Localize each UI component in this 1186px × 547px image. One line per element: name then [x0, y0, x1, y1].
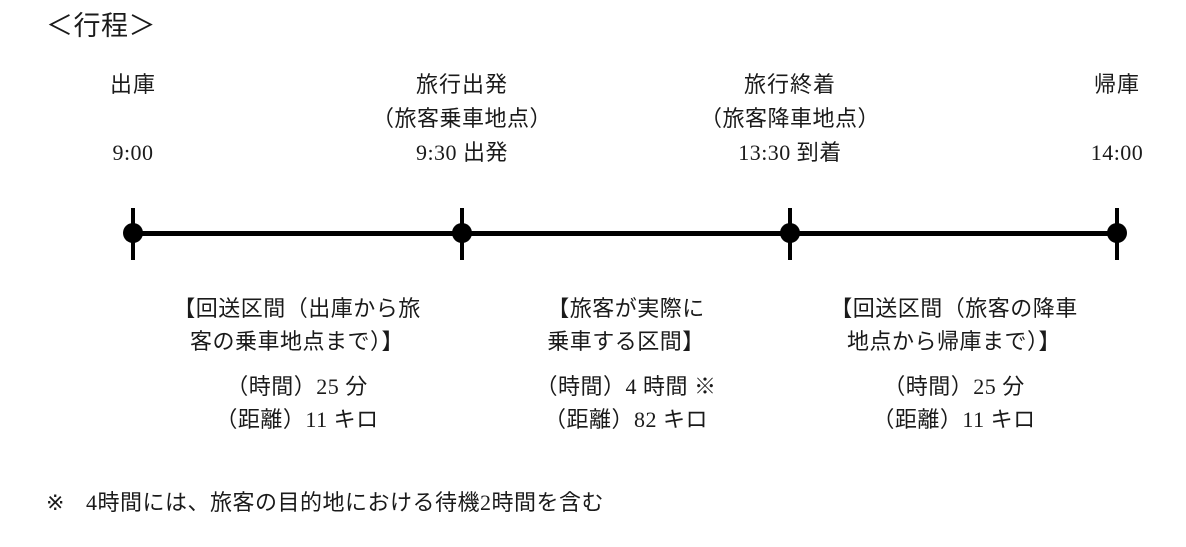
segment-duration: （時間）4 時間 ※ [535, 374, 717, 399]
node-label: 旅行出発 [415, 72, 508, 97]
segment-duration: （時間）25 分 [883, 374, 1025, 399]
segment-distance: （距離）11 キロ [215, 407, 379, 432]
segment-metrics: （時間）4 時間 ※ （距離）82 キロ [446, 370, 806, 436]
segment-duration: （時間）25 分 [226, 374, 368, 399]
footnote-mark-icon: ※ [46, 490, 65, 515]
node-column-trip-end: 旅行終着 （旅客降車地点） 13:30 到着 [640, 68, 940, 170]
segment-bracket-line2: 地点から帰庫まで）】 [846, 329, 1061, 354]
segment-distance: （距離）82 キロ [543, 407, 708, 432]
node-time: 13:30 到着 [738, 140, 842, 165]
segment-deadhead-outbound: 【回送区間（出庫から旅客の乗車地点まで）】 （時間）25 分 （距離）11 キロ [117, 292, 477, 436]
segment-bracket-line2: 乗車する区間】 [547, 329, 705, 354]
node-column-trip-start: 旅行出発 （旅客乗車地点） 9:30 出発 [312, 68, 612, 170]
node-time: 9:00 [112, 140, 154, 165]
node-dot-icon [1107, 223, 1127, 243]
segment-bracket-line1: 【回送区間（出庫から旅 [173, 296, 421, 321]
node-dot-icon [780, 223, 800, 243]
node-time: 14:00 [1090, 140, 1144, 165]
node-column-departure-garage: 出庫 9:00 [0, 68, 283, 170]
node-dot-icon [123, 223, 143, 243]
node-sublabel: （旅客乗車地点） [371, 106, 552, 131]
node-dot-icon [452, 223, 472, 243]
segment-distance: （距離）11 キロ [872, 407, 1036, 432]
segment-passenger-segment: 【旅客が実際に乗車する区間】 （時間）4 時間 ※ （距離）82 キロ [446, 292, 806, 436]
node-sublabel: （旅客降車地点） [699, 106, 880, 131]
segment-bracket-line1: 【回送区間（旅客の降車 [830, 296, 1078, 321]
timeline-axis [133, 231, 1117, 236]
segment-bracket-line1: 【旅客が実際に [547, 296, 705, 321]
footnote-text: 4時間には、旅客の目的地における待機2時間を含む [86, 490, 605, 515]
node-column-return-garage: 帰庫 14:00 [967, 68, 1186, 170]
node-label: 帰庫 [1093, 72, 1140, 97]
segment-metrics: （時間）25 分 （距離）11 キロ [117, 370, 477, 436]
node-label: 旅行終着 [743, 72, 836, 97]
footnote: ※ 4時間には、旅客の目的地における待機2時間を含む [46, 487, 604, 519]
node-label: 出庫 [109, 72, 156, 97]
page-title: ＜行程＞ [46, 11, 156, 41]
segment-deadhead-inbound: 【回送区間（旅客の降車地点から帰庫まで）】 （時間）25 分 （距離）11 キロ [774, 292, 1134, 436]
segment-metrics: （時間）25 分 （距離）11 キロ [774, 370, 1134, 436]
segment-bracket-line2: 客の乗車地点まで）】 [189, 329, 404, 354]
node-time: 9:30 出発 [415, 140, 509, 165]
